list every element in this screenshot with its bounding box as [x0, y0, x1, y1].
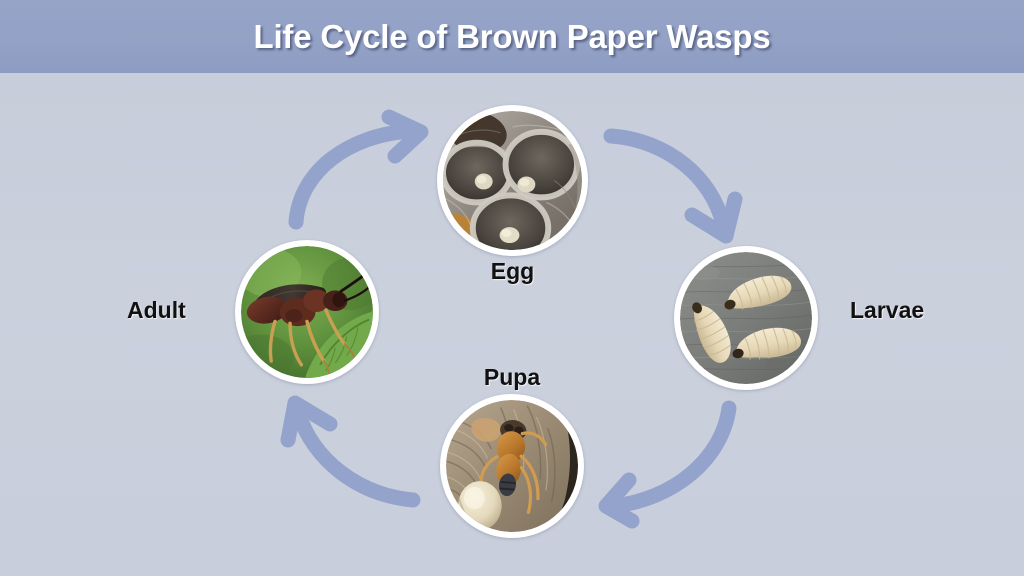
arrow-pupa-to-adult: [280, 395, 421, 508]
stage-label-egg: Egg: [490, 258, 535, 284]
stage-image-pupa[interactable]: [440, 394, 584, 538]
header-band: [0, 0, 1024, 73]
arrow-egg-to-larvae: [603, 128, 743, 244]
page-title: Life Cycle of Brown Paper Wasps: [253, 17, 771, 55]
stage-label-adult: Adult: [127, 297, 186, 323]
stage-label-pupa: Pupa: [483, 364, 541, 390]
stage-image-larvae[interactable]: [674, 246, 818, 390]
stage-label-larvae: Larvae: [850, 297, 925, 323]
arrow-adult-to-egg: [288, 109, 429, 230]
stage-image-egg[interactable]: [437, 105, 588, 256]
arrow-larvae-to-pupa: [598, 400, 737, 529]
stage-image-adult[interactable]: [235, 240, 379, 384]
